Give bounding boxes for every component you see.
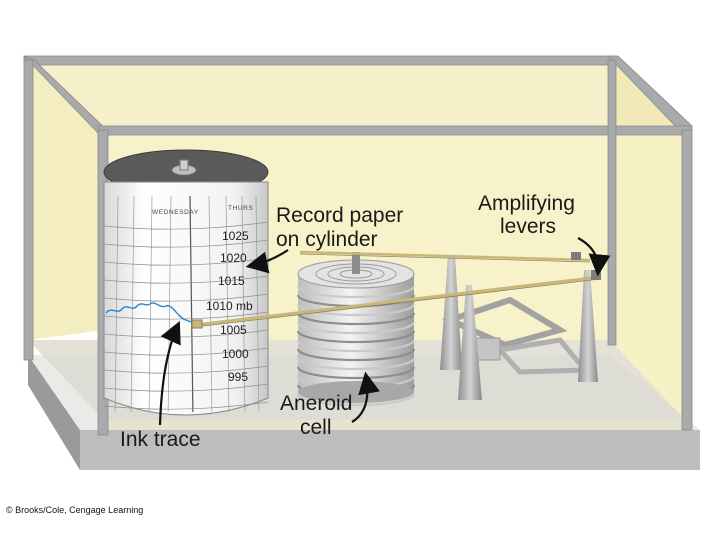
pen-arm-rod [194,275,601,327]
aneroid-cell-corrugation [296,366,416,380]
drum-pressure-line [104,221,268,230]
pressure-tick-label: 1005 [220,323,247,337]
ink-trace-label: Ink trace [120,428,201,451]
frame-front-right-post [681,129,693,431]
pen-arm-rod-shadow [194,278,601,328]
ink-trace-arrow [158,320,181,426]
drum-time-line [208,195,213,412]
aneroid-cell-corrugation [296,285,416,299]
aneroid-cell-corrugation [296,357,416,371]
pressure-tick-label: 1025 [222,229,249,243]
aneroid-label-line1: Aneroid [280,392,352,415]
drum-cap-knob-stem [179,159,189,171]
frame-top-back [23,55,615,66]
drum-pressure-line [104,275,268,284]
lever-pivot-1 [571,252,581,260]
drum-time-line [114,195,119,412]
pen-tip [191,319,203,329]
linkage-arm-1 [441,296,568,349]
record-paper-label-line1: Record paper [276,204,403,227]
pressure-tick-labels: 1025 1020 1015 1010 mb 1005 1000 995 [206,229,253,384]
amplifying-label-line2: levers [500,215,556,238]
aneroid-cell [296,252,416,407]
drum-pressure-line [104,239,268,248]
support-post-3 [578,270,598,382]
upper-lever-rod-shadow [299,253,591,263]
drum-body [103,181,269,416]
drum-time-line [241,195,246,412]
drum-pressure-line [104,383,268,392]
drum-pressure-line [104,401,268,410]
upper-lever-rod [299,250,591,262]
case-back-glass [28,60,104,340]
drum-time-line [225,195,230,412]
drum-day-left: WEDNESDAY [152,209,199,216]
case-top-glass [28,60,685,130]
frame-top-front [97,125,693,136]
drum-grid [104,195,268,412]
drum-day-right: THURS [228,205,253,212]
pressure-tick-label: 995 [228,370,248,384]
drum-time-line [167,195,172,412]
amplifying-levers-arrow [577,237,611,277]
pressure-tick-label: 1015 [218,274,245,288]
pressure-tick-label: 1020 [220,251,247,265]
aneroid-cell-corrugation [296,330,416,344]
pressure-tick-label: 1000 [222,347,249,361]
drum-pressure-line [104,293,268,302]
drum-time-line [148,195,153,412]
drum-pressure-line [104,347,268,356]
aneroid-cell-corrugation [296,321,416,335]
record-paper-arrow [245,249,289,274]
aneroid-cell-arrow [351,371,380,423]
drum-pressure-line [104,365,268,374]
aneroid-cell-corrugation [296,393,416,407]
record-paper-label-line2: on cylinder [276,228,378,251]
case-frame [23,55,693,436]
drum-time-line [189,195,194,412]
case-base-front [80,430,700,470]
support-post-1 [440,255,462,370]
aneroid-cell-corrugation [296,312,416,326]
drum-time-line [255,195,260,412]
aneroid-cell-corrugation [296,303,416,317]
aneroid-cell-corrugation [296,339,416,353]
callout-arrows [158,237,611,426]
drum-pressure-line [104,311,268,320]
ink-trace [105,302,199,325]
lever-pivot-2 [591,270,601,280]
case-base-side [28,355,80,470]
amplifying-label-line1: Amplifying [478,192,575,215]
aneroid-cell-bottom [298,381,414,403]
aneroid-cell-stem [352,252,360,274]
pressure-tick-label: 1010 mb [206,299,253,313]
drum-pressure-line [104,329,268,338]
support-post-2 [458,285,482,400]
copyright-credit: © Brooks/Cole, Cengage Learning [6,505,144,515]
lever-mechanism [191,250,601,400]
frame-back-left-post [23,59,34,361]
aneroid-label-line2: cell [300,416,332,439]
frame-back-right-post [607,59,617,346]
aneroid-cell-corrugation [296,348,416,362]
